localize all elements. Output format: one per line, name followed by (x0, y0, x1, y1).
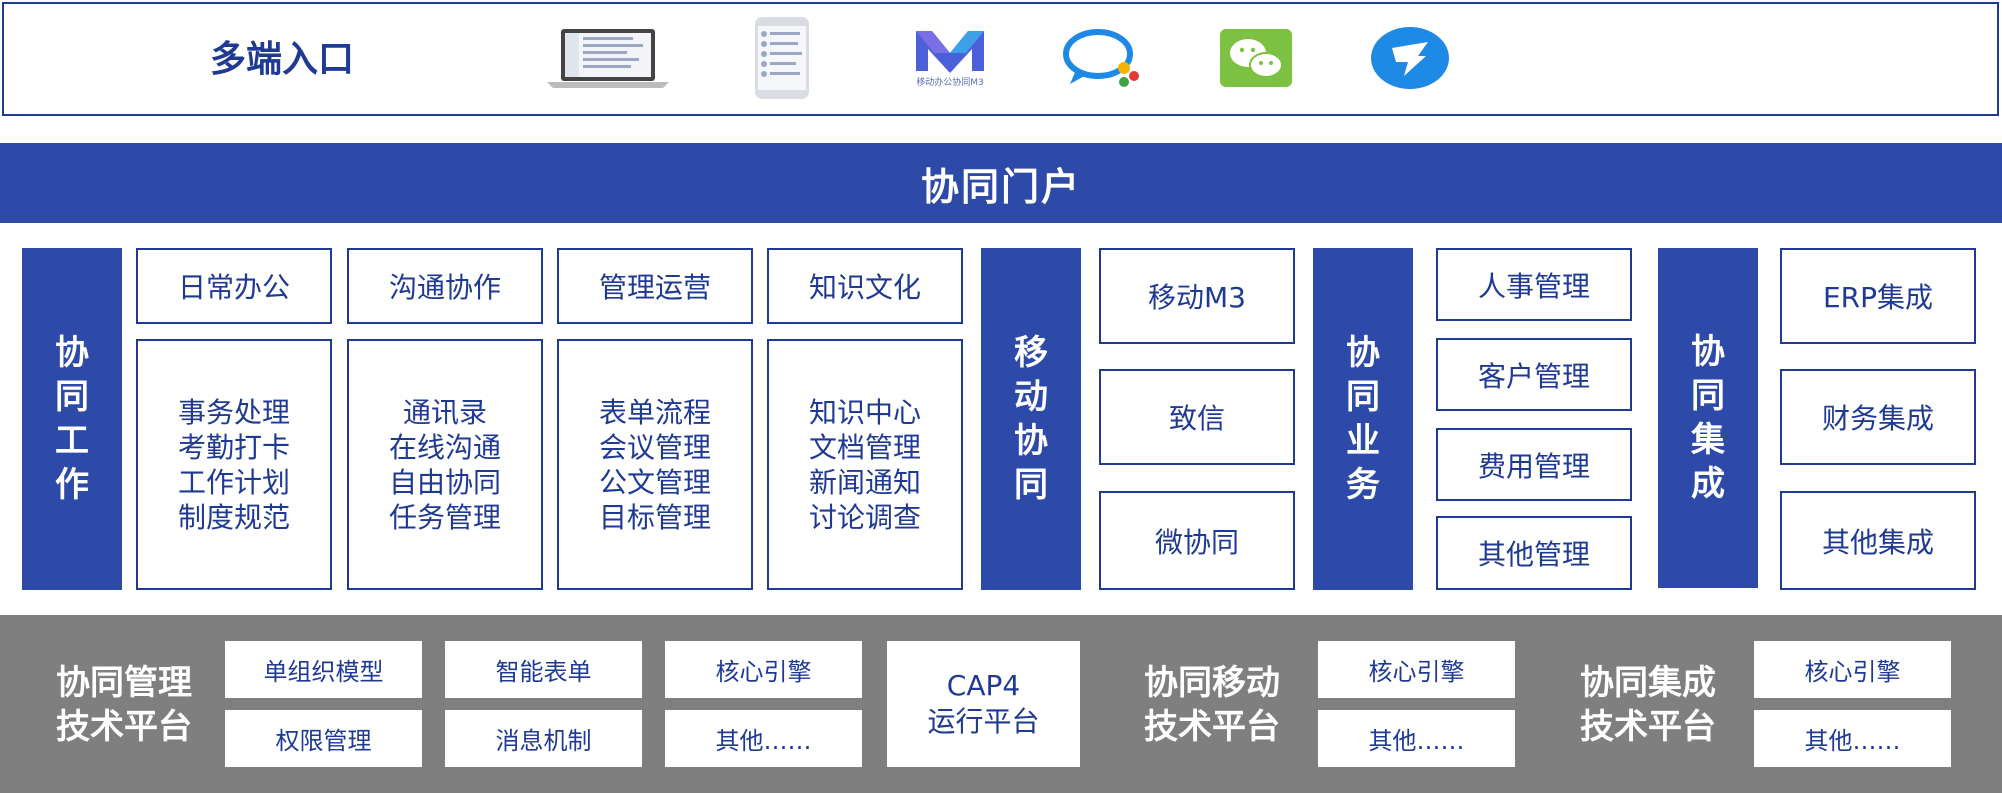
cap4-runtime-box: CAP4 运行平台 (887, 641, 1080, 767)
wechat-icon (1218, 18, 1293, 98)
label-char: 同 (1346, 377, 1380, 417)
list-item: 工作计划 (177, 465, 290, 499)
work-header-communication: 沟通协作 (347, 248, 543, 324)
collab-integration-label: 协 同 集 成 (1658, 248, 1758, 588)
mgmt-cell-messaging: 消息机制 (445, 710, 642, 767)
label-char: 动 (1014, 377, 1048, 417)
list-item: 制度规范 (177, 500, 290, 534)
list-item: 目标管理 (598, 500, 711, 534)
work-list-knowledge: 知识中心 文档管理 新闻通知 讨论调查 (767, 339, 963, 590)
m3-icon: 移动办公协同M3 (905, 18, 995, 98)
label-char: 务 (1346, 465, 1380, 505)
mobile-item-wechat-collab: 微协同 (1099, 491, 1295, 590)
list-item: 在线沟通 (388, 430, 501, 464)
laptop-icon (543, 18, 673, 98)
business-item-expense: 费用管理 (1436, 428, 1632, 501)
mgmt-cell-smart-form: 智能表单 (445, 641, 642, 698)
label-char: 协 (1691, 332, 1725, 372)
list-item: 知识中心 (808, 395, 921, 429)
work-header-knowledge: 知识文化 (767, 248, 963, 324)
work-header-daily-office: 日常办公 (136, 248, 332, 324)
integration-item-finance: 财务集成 (1780, 369, 1976, 465)
mgmt-cell-permission: 权限管理 (225, 710, 422, 767)
mgmt-cell-other: 其他…… (665, 710, 862, 767)
label-char: 工 (55, 421, 89, 461)
label-char: 移 (1014, 333, 1048, 373)
list-item: 任务管理 (388, 500, 501, 534)
integration-platform-core-engine: 核心引擎 (1754, 641, 1951, 698)
label-line: 技术平台 (56, 707, 192, 747)
mobile-platform-core-engine: 核心引擎 (1318, 641, 1515, 698)
multi-endpoint-bar (2, 2, 1999, 116)
collab-portal-bar: 协同门户 (0, 143, 2002, 223)
label-char: 协 (1346, 333, 1380, 373)
work-list-communication: 通讯录 在线沟通 自由协同 任务管理 (347, 339, 543, 590)
mobile-platform-label: 协同移动 技术平台 (1124, 655, 1300, 755)
mobile-platform-other: 其他…… (1318, 710, 1515, 767)
work-header-management: 管理运营 (557, 248, 753, 324)
mobile-item-zhixin: 致信 (1099, 369, 1295, 465)
business-item-customer: 客户管理 (1436, 338, 1632, 411)
work-list-management: 表单流程 会议管理 公文管理 目标管理 (557, 339, 753, 590)
mobile-item-m3: 移动M3 (1099, 248, 1295, 344)
list-item: 会议管理 (598, 430, 711, 464)
label-line: 协同集成 (1580, 663, 1716, 703)
label-char: 集 (1691, 420, 1725, 460)
label-char: 同 (55, 377, 89, 417)
label-char: 协 (55, 333, 89, 373)
dingtalk-icon (1368, 18, 1452, 98)
entry-title: 多端入口 (210, 39, 355, 80)
list-item: 表单流程 (598, 395, 711, 429)
integration-item-erp: ERP集成 (1780, 248, 1976, 344)
label-char: 业 (1346, 421, 1380, 461)
label-char: 同 (1014, 465, 1048, 505)
collab-business-label: 协 同 业 务 (1313, 248, 1413, 590)
mgmt-cell-core-engine: 核心引擎 (665, 641, 862, 698)
business-item-hr: 人事管理 (1436, 248, 1632, 321)
list-item: 文档管理 (808, 430, 921, 464)
label-line: 协同移动 (1144, 663, 1280, 703)
phone-icon (752, 17, 812, 99)
label-char: 同 (1691, 376, 1725, 416)
label-char: 作 (55, 465, 89, 505)
list-item: 自由协同 (388, 465, 501, 499)
integration-platform-other: 其他…… (1754, 710, 1951, 767)
work-list-daily-office: 事务处理 考勤打卡 工作计划 制度规范 (136, 339, 332, 590)
integration-item-other: 其他集成 (1780, 491, 1976, 590)
label-char: 协 (1014, 421, 1048, 461)
label-line: 协同管理 (56, 663, 192, 703)
cap-line: CAP4 (946, 669, 1021, 702)
list-item: 考勤打卡 (177, 430, 290, 464)
mgmt-cell-org-model: 单组织模型 (225, 641, 422, 698)
list-item: 讨论调查 (808, 500, 921, 534)
label-line: 技术平台 (1580, 707, 1716, 747)
m3-caption: 移动办公协同M3 (916, 77, 984, 88)
mobile-collab-label: 移 动 协 同 (981, 248, 1081, 590)
integration-platform-label: 协同集成 技术平台 (1560, 655, 1736, 755)
cap-line: 运行平台 (927, 705, 1040, 738)
label-char: 成 (1691, 464, 1725, 504)
collab-work-label: 协 同 工 作 (22, 248, 122, 590)
zhixin-icon (1060, 18, 1145, 98)
list-item: 公文管理 (598, 465, 711, 499)
label-line: 技术平台 (1144, 707, 1280, 747)
list-item: 通讯录 (402, 395, 487, 429)
list-item: 新闻通知 (808, 465, 921, 499)
business-item-other: 其他管理 (1436, 516, 1632, 590)
list-item: 事务处理 (177, 395, 290, 429)
mgmt-platform-label: 协同管理 技术平台 (36, 655, 212, 755)
